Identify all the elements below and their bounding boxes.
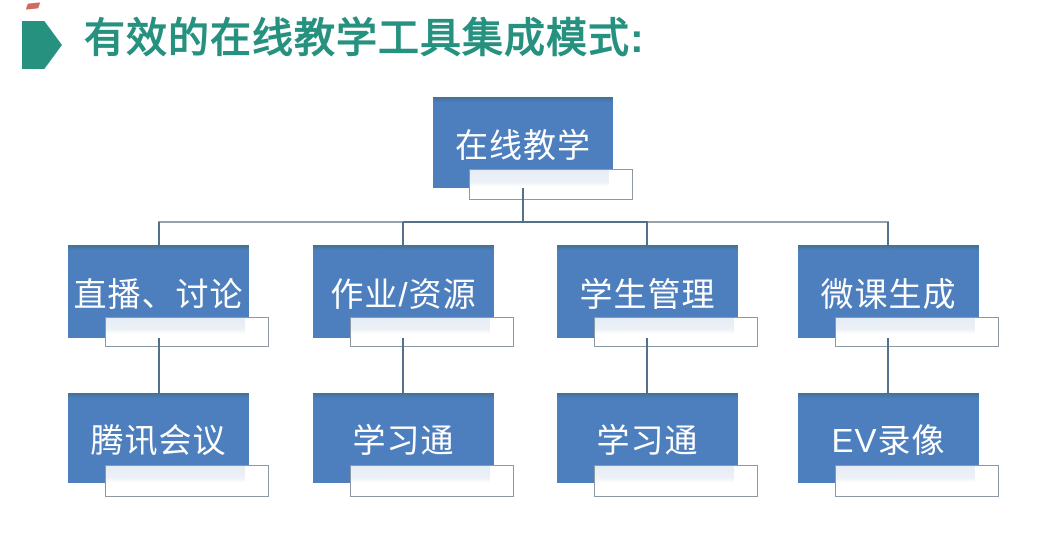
category-node-3-label: 学生管理 [579,275,716,313]
connector-tool-3-stem [646,338,648,393]
connector-tool-4-stem [887,338,889,393]
connector-branch-3-stem [646,222,648,245]
category-node-3-shadow-plate [594,317,758,347]
connector-tool-1-stem [158,338,160,393]
category-node-2-shadow-plate [350,317,514,347]
category-node-1-label: 直播、讨论 [73,275,244,313]
tool-node-3-label: 学习通 [596,422,699,459]
root-node-shadow-plate [469,169,633,200]
category-node-3: 学生管理 [557,245,738,338]
category-node-4-shadow-plate [835,317,999,347]
connector-root-stem [522,188,524,222]
corner-red-mark [25,2,41,10]
tool-node-1-label: 腾讯会议 [90,422,227,459]
connector-branch-2-stem [402,222,404,245]
connector-horizontal-bar-center [403,221,648,223]
tool-node-2-shadow-plate [350,465,514,497]
tool-node-1-shadow-plate [105,465,269,497]
connector-tool-2-stem [402,338,404,393]
tool-node-3-shadow-plate [594,465,758,497]
category-node-2-label: 作业/资源 [330,275,477,313]
connector-branch-4-stem [887,222,889,245]
tool-node-4-shadow-plate [835,465,999,497]
tool-node-2-label: 学习通 [352,422,455,459]
connector-branch-1-stem [158,222,160,245]
category-node-1-shadow-plate [105,317,269,347]
slide-title: 有效的在线教学工具集成模式: [84,15,645,61]
tool-node-4-label: EV录像 [831,422,946,459]
root-node-label: 在线教学 [455,126,591,164]
category-node-4-label: 微课生成 [820,275,957,313]
title-bullet-arrow-icon [22,21,62,69]
